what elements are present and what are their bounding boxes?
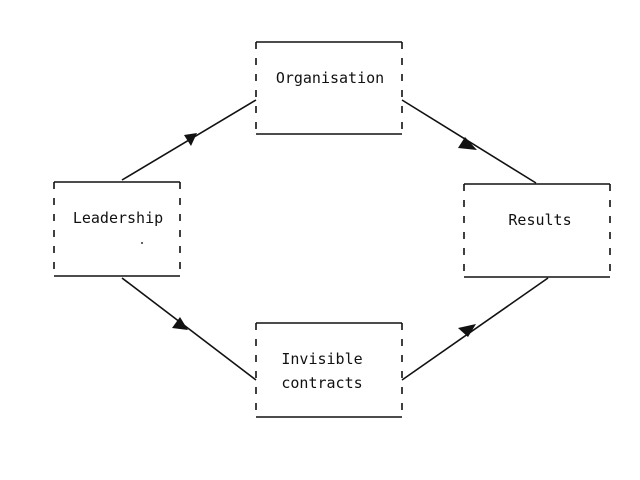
edge-invisible-contracts-to-results: [401, 277, 549, 381]
arrowhead-icon: [458, 137, 477, 150]
node-results: Results: [463, 183, 611, 278]
edge-organisation-to-results: [401, 99, 537, 184]
node-leadership: Leadership: [53, 181, 181, 277]
arrowhead-icon: [184, 133, 197, 146]
arrowhead-icon: [172, 317, 188, 330]
speck-mark: [141, 242, 143, 244]
edge-leadership-to-organisation: [121, 99, 257, 181]
node-organisation: Organisation: [255, 41, 403, 135]
node-invisible-contracts-label-line1: Invisible: [281, 350, 362, 368]
node-results-label: Results: [508, 211, 571, 229]
node-invisible-contracts-label-line2: contracts: [281, 374, 362, 392]
edge-leadership-to-invisible-contracts: [121, 277, 257, 381]
arrowhead-icon: [458, 324, 476, 337]
node-leadership-label: Leadership: [73, 209, 163, 227]
node-organisation-label: Organisation: [276, 69, 384, 87]
node-invisible-contracts: Invisible contracts: [255, 322, 403, 418]
